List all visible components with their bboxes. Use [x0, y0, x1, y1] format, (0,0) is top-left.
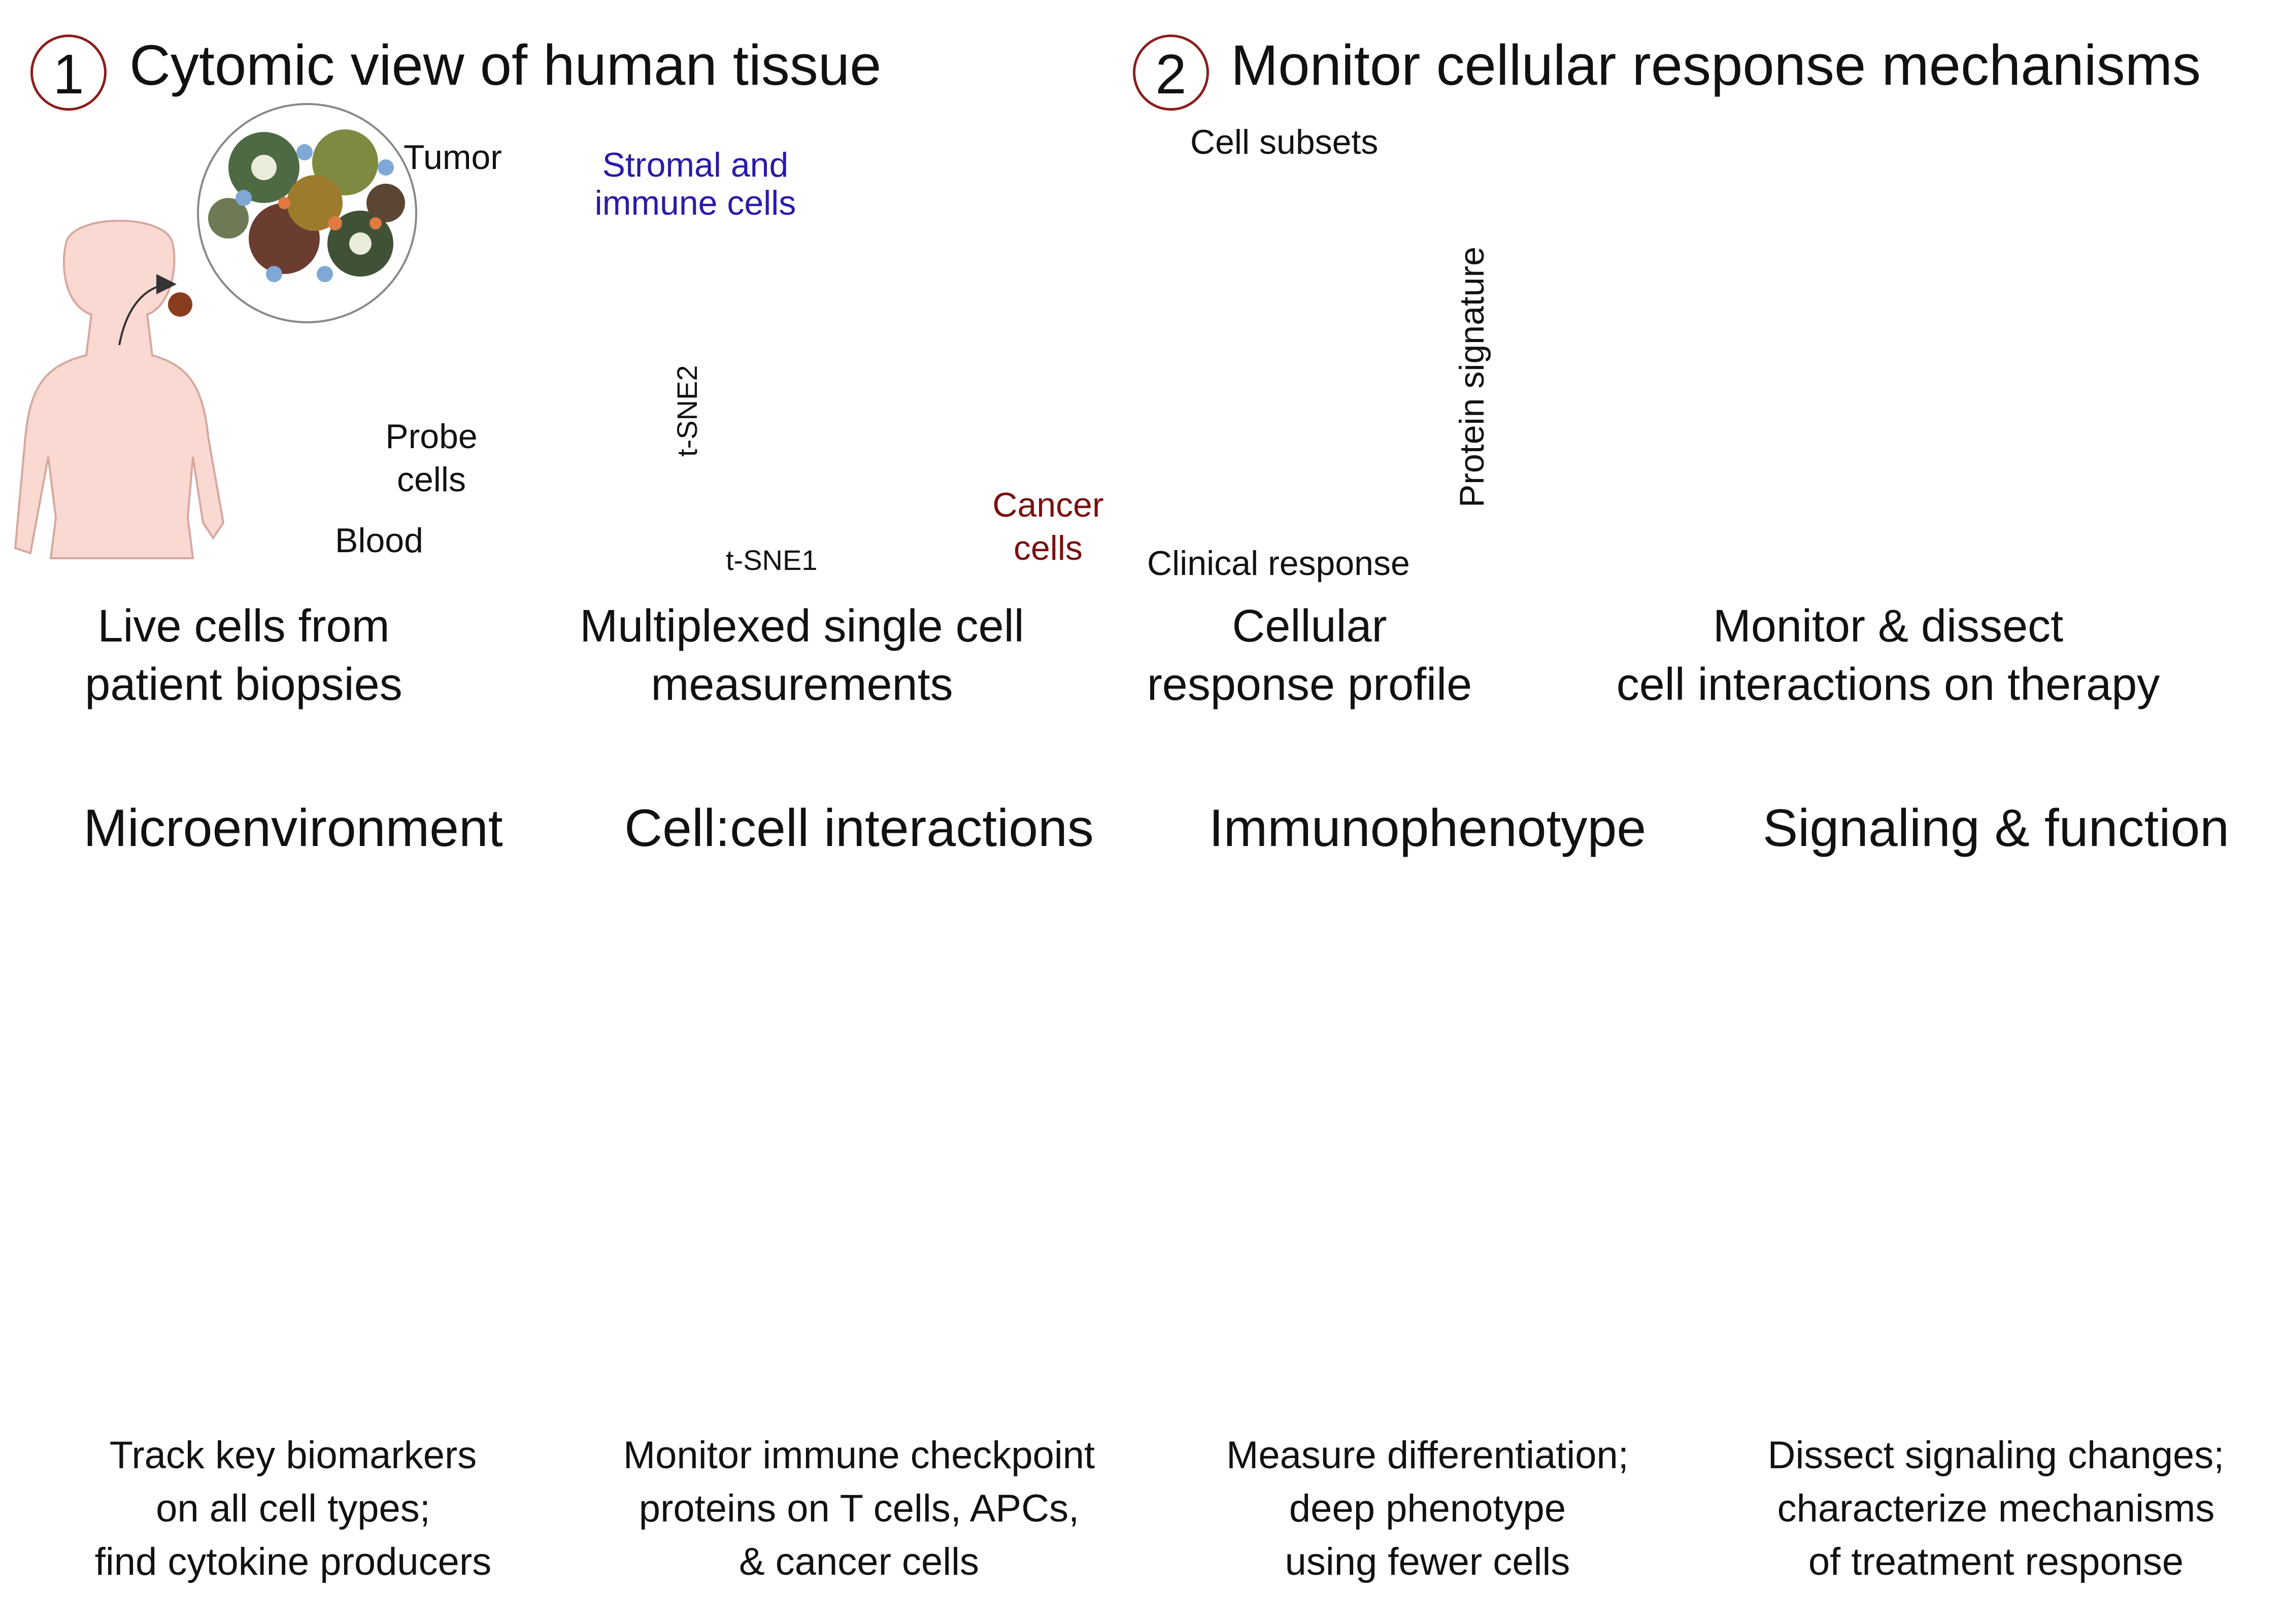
human-silhouette-icon [14, 220, 225, 559]
panel-desc-1-line1: Track key biomarkers [109, 1434, 477, 1477]
caption-response-line2: response profile [1147, 659, 1472, 710]
tsne2-axis-label: t-SNE2 [671, 365, 703, 457]
panel-desc-4-line2: characterize mechanisms [1777, 1487, 2215, 1530]
cell-subsets-label: Cell subsets [1190, 123, 1379, 161]
step-number-2: 2 [1133, 35, 1209, 111]
step-number-1: 1 [30, 35, 107, 111]
caption-monitor-line2: cell interactions on therapy [1616, 659, 2160, 710]
panel-desc-2-line3: & cancer cells [738, 1540, 980, 1583]
stromal-label-line1: Stromal and [602, 146, 789, 184]
cancer-label-line1: Cancer [992, 486, 1104, 524]
panel-desc-2-line1: Monitor immune checkpoint [623, 1434, 1095, 1477]
panel-desc-3-line1: Measure differentiation; [1226, 1434, 1629, 1477]
caption-monitor-line1: Monitor & dissect [1712, 601, 2064, 652]
panel-title-cell-cell: Cell:cell interactions [624, 799, 1094, 858]
blood-label: Blood [335, 521, 423, 560]
tumor-icon [118, 103, 417, 346]
clinical-response-label: Clinical response [1147, 544, 1410, 583]
caption-multiplexed-line1: Multiplexed single cell [580, 601, 1024, 652]
caption-multiplexed-line2: measurements [651, 659, 953, 710]
panel-desc-3-line2: deep phenotype [1289, 1487, 1566, 1530]
panel-title-immunophenotype: Immunophenotype [1208, 799, 1647, 858]
panel-desc-3-line3: using fewer cells [1285, 1540, 1570, 1583]
panel-title-microenvironment: Microenvironment [83, 799, 503, 858]
panel-title-signaling: Signaling & function [1762, 799, 2230, 858]
stromal-label-line2: immune cells [594, 184, 796, 222]
section2-title: Monitor cellular response mechanisms [1231, 33, 2201, 97]
caption-response-line1: Cellular [1232, 601, 1387, 652]
caption-live-cells-line1: Live cells from [97, 601, 390, 652]
caption-live-cells-line2: patient biopsies [85, 659, 402, 710]
panel-desc-2-line2: proteins on T cells, APCs, [639, 1487, 1080, 1530]
section1-title: Cytomic view of human tissue [129, 33, 882, 97]
probe-cells-label-line1: Probe [385, 417, 478, 456]
tumor-label: Tumor [404, 138, 502, 177]
panel-desc-1-line2: on all cell types; [156, 1487, 430, 1530]
tsne1-axis-label: t-SNE1 [726, 544, 818, 576]
probe-cells-label-line2: cells [396, 460, 466, 499]
panel-desc-4-line1: Dissect signaling changes; [1767, 1434, 2225, 1477]
panel-desc-4-line3: of treatment response [1808, 1540, 2184, 1583]
panel-desc-1-line3: find cytokine producers [94, 1540, 492, 1583]
protein-signature-label: Protein signature [1453, 246, 1491, 507]
cancer-label-line2: cells [1013, 529, 1083, 567]
